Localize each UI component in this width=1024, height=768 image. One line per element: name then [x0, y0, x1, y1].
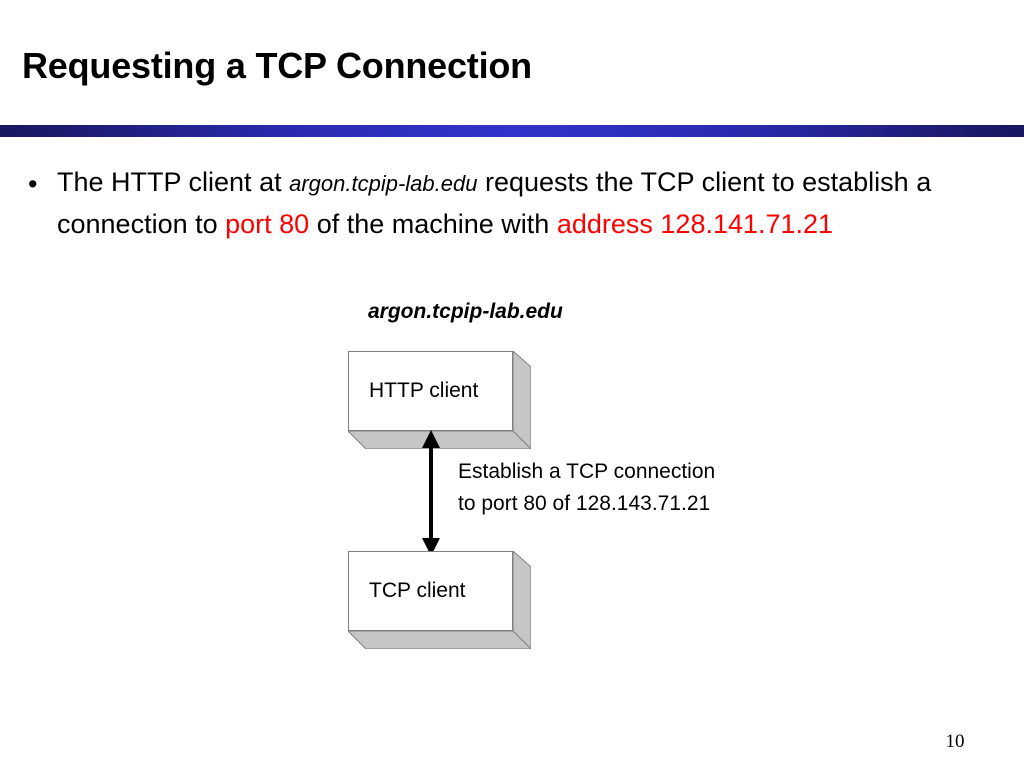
diagram-box-tcp-client: TCP client	[348, 551, 531, 649]
bullet-port-highlight: port 80	[225, 209, 310, 239]
double-headed-vertical-arrow-icon	[422, 430, 440, 556]
bullet-marker-icon: •	[28, 169, 38, 199]
box-label: TCP client	[369, 579, 466, 602]
diagram-host-label: argon.tcpip-lab.edu	[368, 300, 563, 323]
connector-annotation: Establish a TCP connection to port 80 of…	[458, 456, 715, 520]
box-face	[348, 351, 513, 431]
box-3d-bevel	[348, 351, 531, 449]
bullet-text-segment-3: of the machine with	[309, 209, 557, 239]
connector-annotation-line-1: Establish a TCP connection	[458, 460, 716, 483]
bullet-address-value: 128.141.71.21	[660, 209, 834, 239]
diagram-box-http-client: HTTP client	[348, 351, 531, 449]
bullet-item-text: The HTTP client at argon.tcpip-lab.edu r…	[57, 162, 1002, 245]
page-title: Requesting a TCP Connection	[22, 45, 532, 86]
bullet-text-segment-2: requests the TCP client to establish a c…	[57, 167, 932, 239]
box-face	[348, 551, 513, 631]
page-number: 10	[945, 731, 965, 752]
bullet-hostname-emphasis: argon.tcpip-lab.edu	[289, 171, 478, 196]
title-divider	[0, 125, 1024, 137]
connector-annotation-line-2: to port 80 of 128.143.71.21	[458, 492, 711, 515]
box-3d-bevel	[348, 551, 531, 649]
bullet-text-segment-1: The HTTP client at	[57, 167, 290, 197]
bullet-address-label-highlight: address	[556, 209, 653, 239]
box-label: HTTP client	[369, 379, 479, 402]
